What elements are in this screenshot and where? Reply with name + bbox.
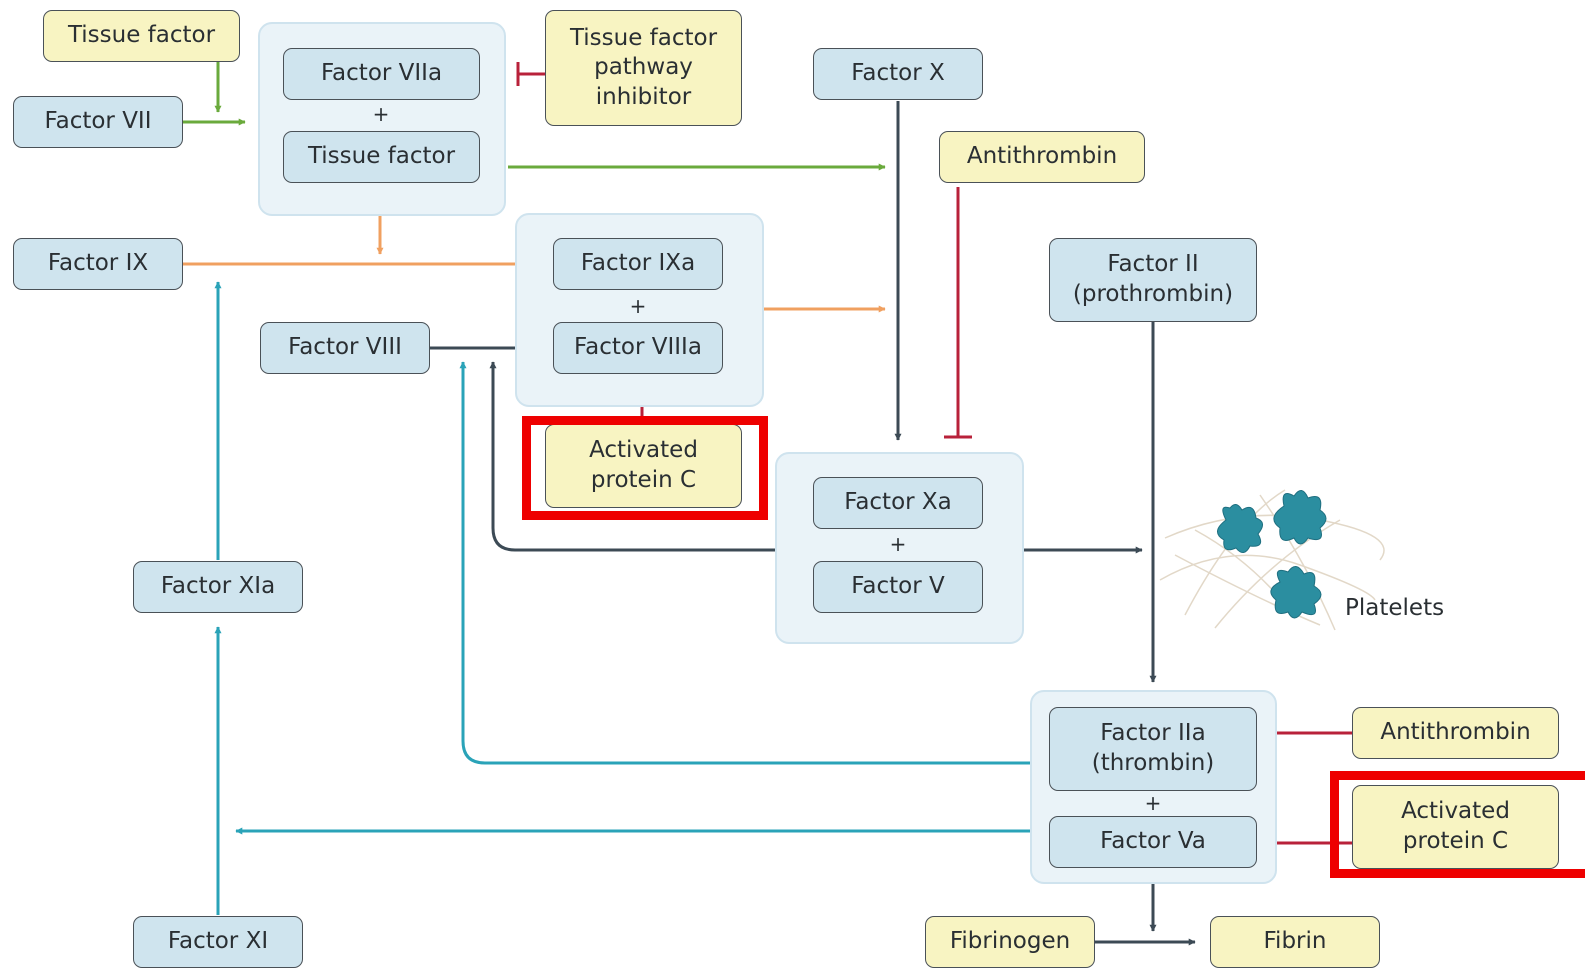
node-antithrombin-top: Antithrombin <box>939 131 1145 183</box>
node-factor-ix: Factor IX <box>13 238 183 290</box>
node-factor-ixa: Factor IXa <box>553 238 723 290</box>
node-factor-xia: Factor XIa <box>133 561 303 613</box>
arrow-xa-feedback-to-viiia <box>489 361 775 552</box>
node-fibrinogen: Fibrinogen <box>925 916 1095 968</box>
node-factor-v: Factor V <box>813 561 983 613</box>
node-factor-xi: Factor XI <box>133 916 303 968</box>
plus-sign: + <box>1144 791 1162 815</box>
platelet-cells <box>1217 490 1327 619</box>
highlight-box-apc-top <box>522 416 768 520</box>
node-factor-xa: Factor Xa <box>813 477 983 529</box>
node-activated-protein-c-top: Activated protein C <box>545 424 742 508</box>
arrow-thrombin-to-viii <box>459 361 1030 765</box>
inhibit-tfpi <box>516 62 545 86</box>
node-factor-iia: Factor IIa (thrombin) <box>1049 707 1257 791</box>
node-factor-viiia: Factor VIIIa <box>553 322 723 374</box>
node-activated-protein-c-bottom: Activated protein C <box>1352 785 1559 869</box>
node-fibrin: Fibrin <box>1210 916 1380 968</box>
node-factor-va: Factor Va <box>1049 816 1257 868</box>
node-factor-x: Factor X <box>813 48 983 100</box>
node-tfpi: Tissue factor pathway inhibitor <box>545 10 742 126</box>
inhibit-antithrombin-xa <box>944 187 972 439</box>
node-factor-ii: Factor II (prothrombin) <box>1049 238 1257 322</box>
plus-sign: + <box>629 294 647 318</box>
inhibit-antithrombin-thrombin <box>1268 721 1352 745</box>
plus-sign: + <box>889 532 907 556</box>
plus-sign: + <box>372 102 390 126</box>
node-antithrombin-bottom: Antithrombin <box>1352 707 1559 759</box>
node-factor-vii: Factor VII <box>13 96 183 148</box>
node-factor-viia: Factor VIIa <box>283 48 480 100</box>
highlight-box-apc-bottom <box>1330 771 1585 878</box>
node-tissue-factor-complex: Tissue factor <box>283 131 480 183</box>
platelets-label: Platelets <box>1345 595 1445 621</box>
node-factor-viii: Factor VIII <box>260 322 430 374</box>
node-tissue-factor-top: Tissue factor <box>43 10 240 62</box>
